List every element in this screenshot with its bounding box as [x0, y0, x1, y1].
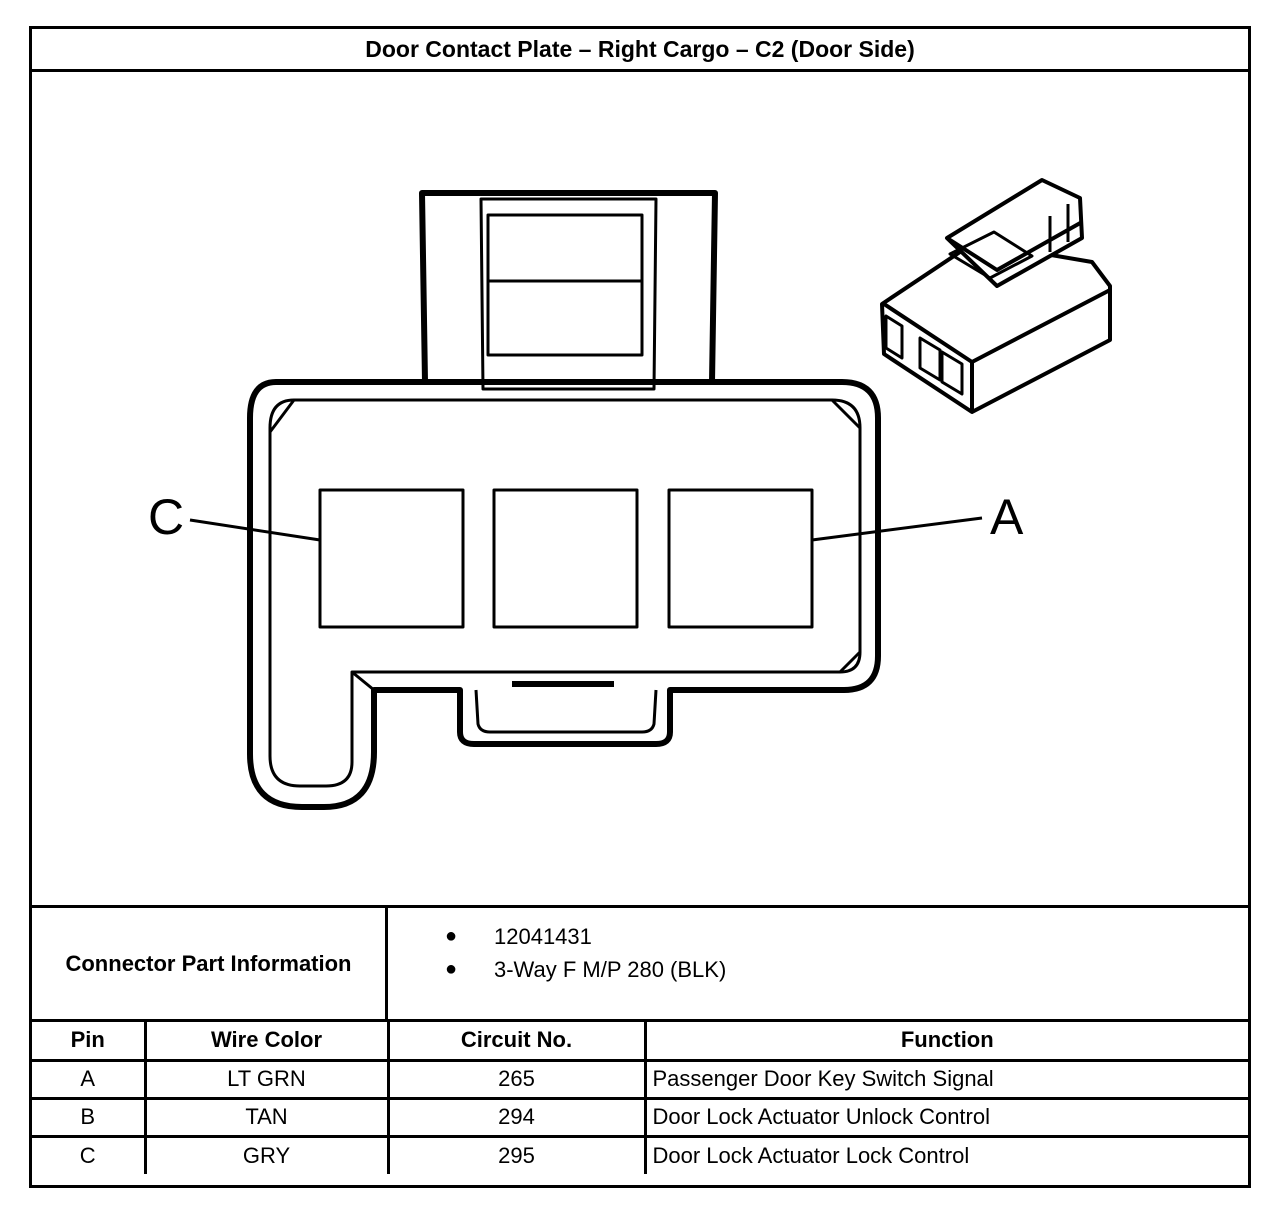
part-info-label: Connector Part Information — [32, 908, 388, 1019]
part-info-list: ● 12041431 ● 3-Way F M/P 280 (BLK) — [388, 908, 1248, 1031]
bullet-icon: ● — [445, 925, 458, 947]
circuit-cell: 294 — [386, 1098, 645, 1138]
header-pin: Pin — [32, 1022, 145, 1062]
table-row: B TAN 294 Door Lock Actuator Unlock Cont… — [32, 1098, 1248, 1138]
callout-a: A — [990, 489, 1024, 545]
leader-c — [189, 518, 321, 542]
header-wire-color: Wire Color — [143, 1022, 388, 1062]
pin-cell: B — [32, 1098, 145, 1138]
connector-body — [247, 379, 881, 810]
table-header-row: Pin Wire Color Circuit No. Function — [32, 1022, 1248, 1062]
list-item: ● 12041431 — [388, 920, 1248, 953]
header-function: Function — [643, 1022, 1248, 1062]
leader-a — [811, 516, 983, 542]
part-number: 12041431 — [494, 924, 592, 949]
table-row: C GRY 295 Door Lock Actuator Lock Contro… — [32, 1136, 1248, 1174]
cavity-b — [492, 488, 639, 629]
connector-figure: C A — [32, 72, 1248, 905]
wire-color-cell: LT GRN — [143, 1060, 388, 1100]
pin-cell: C — [79, 1142, 96, 1168]
page-title: Door Contact Plate – Right Cargo – C2 (D… — [32, 29, 1248, 72]
connector-3d-view — [880, 178, 1112, 414]
circuit-cell: 265 — [386, 1060, 645, 1100]
table-row: A LT GRN 265 Passenger Door Key Switch S… — [32, 1060, 1248, 1100]
header-circuit: Circuit No. — [386, 1022, 645, 1062]
cavity-c — [318, 488, 465, 629]
connector-sheet: Door Contact Plate – Right Cargo – C2 (D… — [29, 26, 1251, 1188]
cavity-a — [667, 488, 814, 629]
connector-diagram: C A — [148, 178, 1112, 810]
function-cell: Door Lock Actuator Lock Control — [643, 1136, 1248, 1174]
connector-face — [189, 190, 983, 810]
list-item: ● 3-Way F M/P 280 (BLK) — [388, 953, 1248, 986]
part-description: 3-Way F M/P 280 (BLK) — [494, 957, 727, 982]
callout-c: C — [148, 489, 184, 545]
function-cell: Passenger Door Key Switch Signal — [643, 1060, 1248, 1100]
pin-table: Pin Wire Color Circuit No. Function A LT… — [32, 1022, 1248, 1174]
function-cell: Door Lock Actuator Unlock Control — [643, 1098, 1248, 1138]
part-info-row: Connector Part Information ● 12041431 ● 3-… — [32, 905, 1248, 1022]
bullet-icon: ● — [445, 958, 458, 980]
circuit-cell: 295 — [386, 1136, 645, 1174]
wire-color-cell: TAN — [143, 1098, 388, 1138]
pin-cell: A — [32, 1060, 145, 1100]
wire-color-cell: GRY — [143, 1136, 388, 1174]
